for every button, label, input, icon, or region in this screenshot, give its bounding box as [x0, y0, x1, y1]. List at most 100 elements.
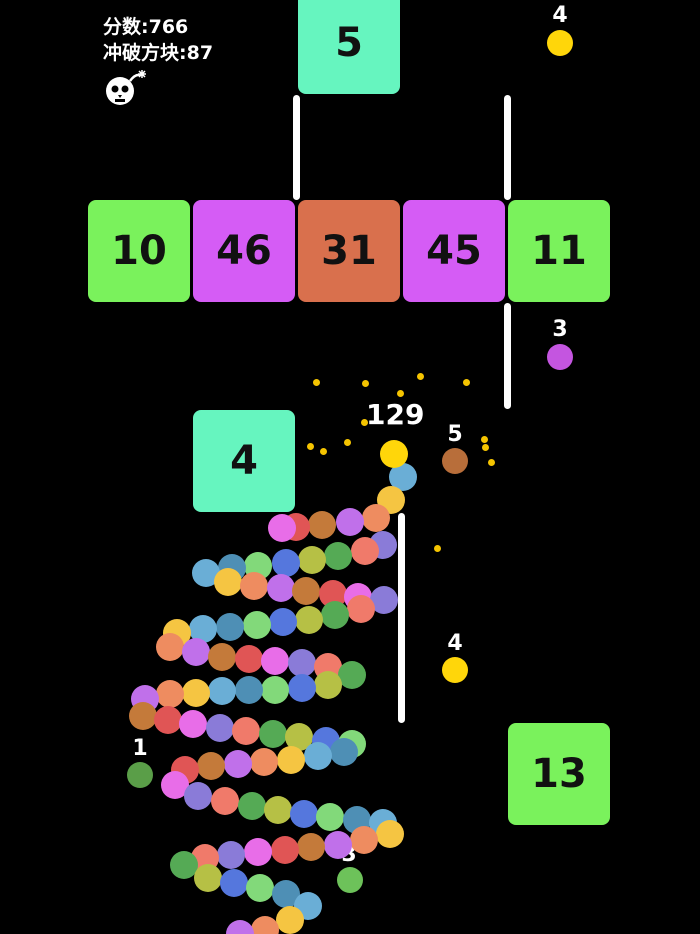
pickup-ball: [442, 657, 468, 683]
pickup-label: 4: [447, 631, 463, 656]
snake-segment: [324, 831, 352, 859]
snake-segment: [240, 572, 268, 600]
snake-segment: [292, 577, 320, 605]
snake-segment: [184, 782, 212, 810]
snake-segment: [224, 750, 252, 778]
spark: [488, 459, 495, 466]
wall: [398, 513, 405, 723]
snake-segment: [304, 742, 332, 770]
block-row-2: 46: [193, 200, 295, 302]
spark: [397, 390, 404, 397]
snake-segment: [129, 702, 157, 730]
snake-segment: [261, 676, 289, 704]
wall: [504, 95, 511, 200]
snake-segment: [297, 833, 325, 861]
snake-segment: [156, 633, 184, 661]
snake-segment: [267, 574, 295, 602]
spark: [313, 379, 320, 386]
spark: [344, 439, 351, 446]
snake-segment: [216, 613, 244, 641]
snake-segment: [347, 595, 375, 623]
snake-segment: [269, 608, 297, 636]
snake-segment: [206, 714, 234, 742]
spark: [307, 443, 314, 450]
spark: [482, 444, 489, 451]
skull-bomb-icon[interactable]: [104, 68, 148, 108]
snake-segment: [238, 792, 266, 820]
snake-segment: [271, 836, 299, 864]
block-mid: 4: [193, 410, 295, 512]
pickup-label: 5: [447, 422, 463, 447]
snake-segment: [232, 717, 260, 745]
snake-segment: [277, 746, 305, 774]
snake-segment: [226, 920, 254, 934]
snake-segment: [350, 826, 378, 854]
spark: [434, 545, 441, 552]
snake-segment: [243, 611, 271, 639]
snake-segment: [290, 800, 318, 828]
spark: [481, 436, 488, 443]
block-bottom: 13: [508, 723, 610, 825]
block-row-1: 10: [88, 200, 190, 302]
snake-segment: [156, 680, 184, 708]
score-text: 分数:766: [103, 16, 189, 38]
snake-segment: [330, 738, 358, 766]
snake-segment: [314, 671, 342, 699]
snake-segment: [316, 803, 344, 831]
snake-segment: [211, 787, 239, 815]
wall: [293, 95, 300, 200]
snake-segment: [261, 647, 289, 675]
spark: [320, 448, 327, 455]
pickup-ball: [337, 867, 363, 893]
snake-segment: [208, 643, 236, 671]
snake-segment: [194, 864, 222, 892]
snake-length: 129: [366, 398, 425, 431]
snake-segment: [295, 606, 323, 634]
snake-segment: [362, 504, 390, 532]
snake-segment: [376, 820, 404, 848]
snake-segment: [220, 869, 248, 897]
spark: [417, 373, 424, 380]
wall: [504, 303, 511, 409]
pickup-label: 3: [552, 317, 568, 342]
snake-segment: [268, 514, 296, 542]
snake-segment: [272, 549, 300, 577]
snake-segment: [179, 710, 207, 738]
spark: [362, 380, 369, 387]
blocks-broken-text: 冲破方块:87: [103, 42, 214, 64]
snake-segment: [338, 661, 366, 689]
snake-segment: [351, 537, 379, 565]
pickup-ball: [547, 344, 573, 370]
snake-segment: [182, 638, 210, 666]
snake-segment: [298, 546, 326, 574]
pickup-ball: [127, 762, 153, 788]
snake-segment: [208, 677, 236, 705]
block-row-5: 11: [508, 200, 610, 302]
snake-segment: [288, 674, 316, 702]
spark: [463, 379, 470, 386]
snake-segment: [250, 748, 278, 776]
snake-segment: [235, 645, 263, 673]
snake-segment: [214, 568, 242, 596]
snake-segment: [308, 511, 336, 539]
snake-segment: [276, 906, 304, 934]
snake-segment: [170, 851, 198, 879]
snake-segment: [197, 752, 225, 780]
snake-head: [380, 440, 408, 468]
snake-segment: [251, 916, 279, 934]
snake-segment: [336, 508, 364, 536]
snake-segment: [246, 874, 274, 902]
snake-segment: [321, 601, 349, 629]
pickup-ball: [547, 30, 573, 56]
block-row-3: 31: [298, 200, 400, 302]
snake-segment: [264, 796, 292, 824]
snake-segment: [244, 838, 272, 866]
snake-segment: [217, 841, 245, 869]
snake-segment: [324, 542, 352, 570]
pickup-label: 4: [552, 3, 568, 28]
block-row-4: 45: [403, 200, 505, 302]
snake-segment: [259, 720, 287, 748]
spark: [361, 419, 368, 426]
block-top: 5: [298, 0, 400, 94]
